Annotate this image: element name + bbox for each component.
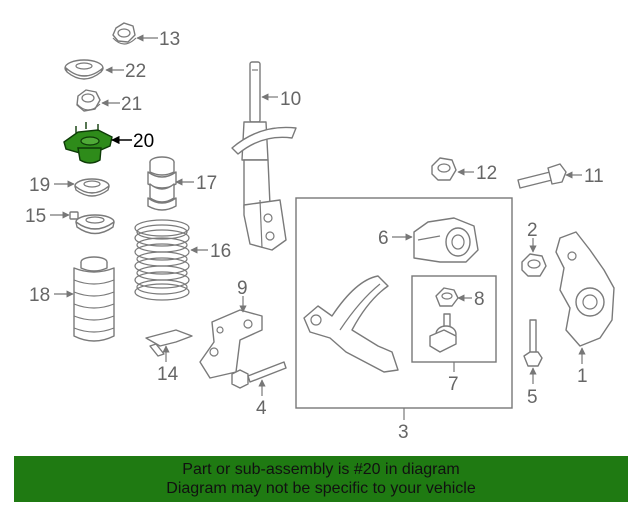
callout-21: 21: [121, 94, 142, 115]
part-8-nut: [435, 287, 459, 307]
part-16-coil-spring: [134, 219, 190, 301]
callout-11: 11: [584, 166, 604, 187]
part-13-nut: [112, 22, 137, 45]
part-10-strut: [231, 61, 297, 251]
part-12-nut: [431, 157, 457, 181]
part-9-bracket: [199, 309, 263, 379]
callout-9: 9: [237, 278, 248, 299]
part-11-bolt: [517, 163, 567, 189]
callout-20: 20: [133, 131, 154, 152]
parts-diagram: 13 22 21 20 19 17: [25, 22, 615, 443]
control-arm: [303, 275, 399, 373]
part-17-bump-stop: [147, 156, 177, 211]
callout-22: 22: [125, 61, 146, 82]
callout-7: 7: [448, 374, 459, 395]
part-15-spring-seat: [69, 211, 115, 235]
callout-18: 18: [29, 285, 50, 306]
callout-1: 1: [577, 366, 588, 387]
callout-17: 17: [196, 173, 217, 194]
banner-line-2: Diagram may not be specific to your vehi…: [166, 480, 476, 497]
callout-8: 8: [474, 289, 485, 310]
callout-4: 4: [256, 398, 267, 419]
part-19-seat: [74, 178, 110, 197]
part-1-knuckle: [555, 231, 615, 347]
part-4-bolt: [231, 361, 287, 389]
callout-13: 13: [159, 29, 180, 50]
callout-12: 12: [476, 163, 497, 184]
banner-line-1: Part or sub-assembly is #20 in diagram: [182, 461, 460, 478]
part-20-strut-mount: [63, 122, 113, 164]
callout-16: 16: [210, 241, 231, 262]
part-14-clip: [145, 329, 193, 357]
ball-joint: [429, 313, 457, 353]
part-22-washer: [64, 59, 104, 80]
part-21-nut: [76, 89, 101, 112]
part-5-bolt: [523, 319, 543, 367]
part-2-nut: [521, 253, 547, 277]
callout-14: 14: [157, 364, 179, 385]
callout-15: 15: [25, 206, 46, 227]
callout-3: 3: [398, 422, 409, 443]
callout-5: 5: [527, 387, 538, 408]
callout-19: 19: [29, 175, 50, 196]
part-6-bushing: [413, 217, 479, 263]
callout-6: 6: [378, 228, 389, 249]
callout-2: 2: [527, 220, 538, 241]
info-banner: Part or sub-assembly is #20 in diagram D…: [14, 456, 628, 502]
callout-10: 10: [280, 89, 301, 110]
part-18-dust-boot: [73, 256, 115, 342]
